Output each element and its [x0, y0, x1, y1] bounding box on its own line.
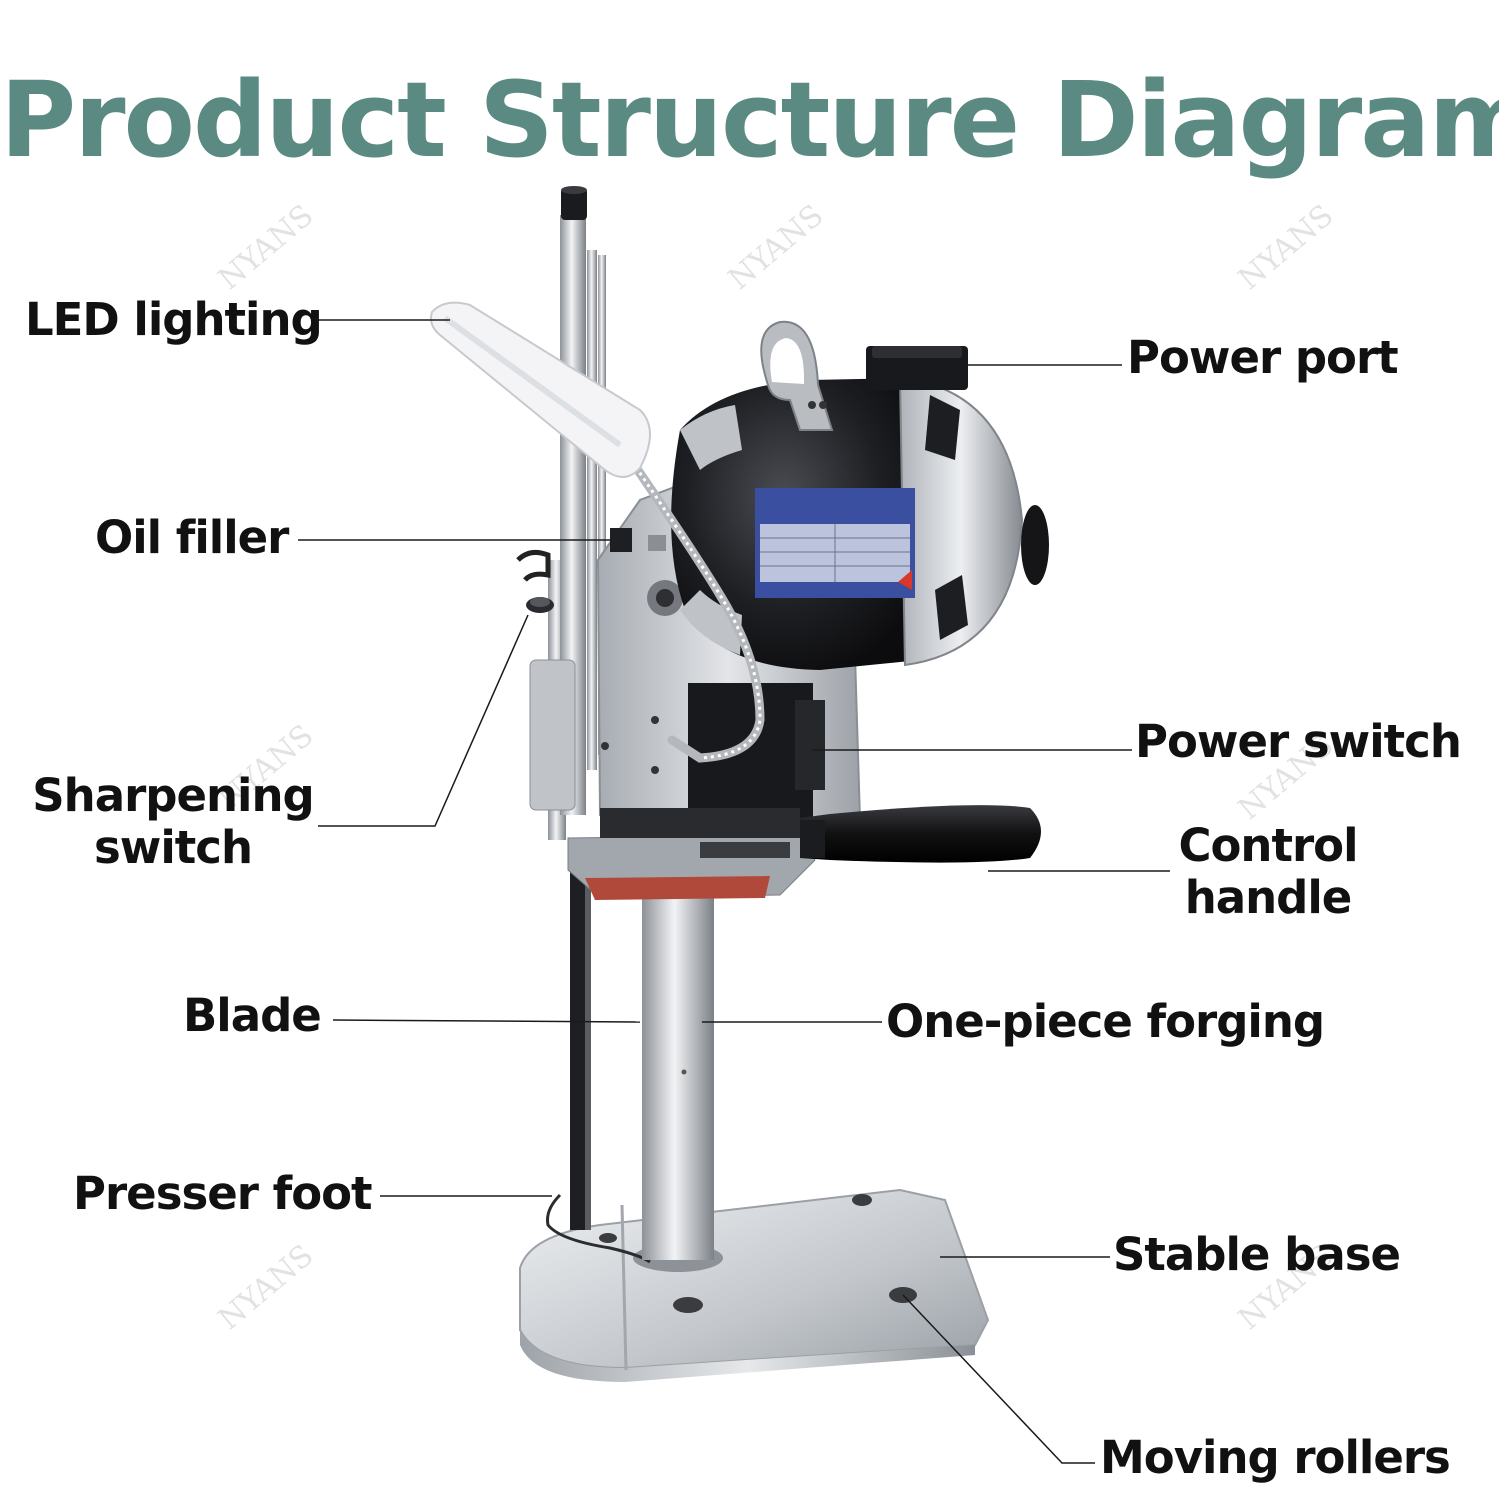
label-oil-filler: Oil filler: [95, 511, 289, 564]
label-stable-base: Stable base: [1113, 1228, 1401, 1281]
control-handle: [800, 805, 1041, 863]
label-control-handle-line2: handle: [1184, 871, 1353, 924]
page-title: Product Structure Diagram: [0, 59, 1499, 181]
label-sharpening-switch-line1: Sharpening: [32, 769, 314, 822]
stable-base: [519, 1188, 990, 1370]
base-hole: [852, 1194, 872, 1206]
label-moving-rollers: Moving rollers: [1100, 1431, 1451, 1484]
label-sharpening-switch: Sharpening switch: [28, 770, 318, 874]
base-front-edge: [520, 1330, 975, 1382]
rod-cap: [561, 188, 587, 220]
forging-column: [642, 880, 714, 1260]
leader-lines: [298, 319, 1170, 1464]
power-switch-box: [688, 683, 813, 818]
base-hole: [673, 1297, 703, 1313]
presser-foot: [546, 1193, 651, 1264]
label-presser-foot: Presser foot: [73, 1167, 373, 1220]
leader-blade: [332, 1019, 641, 1023]
sharpening-switch: [516, 549, 551, 582]
blade: [570, 870, 588, 1230]
leader-sharpening-switch: [318, 614, 529, 827]
speed-knob: [1021, 505, 1049, 585]
label-power-port: Power port: [1127, 331, 1399, 384]
base-hole: [599, 1233, 617, 1243]
label-control-handle-line1: Control: [1178, 819, 1358, 872]
label-led-lighting: LED lighting: [25, 293, 323, 346]
label-power-switch: Power switch: [1135, 715, 1462, 768]
label-one-piece-forging: One-piece forging: [886, 995, 1325, 1048]
oil-filler: [610, 528, 632, 552]
label-sharpening-switch-line2: switch: [93, 821, 253, 874]
label-control-handle: Control handle: [1168, 820, 1368, 924]
label-blade: Blade: [183, 989, 322, 1042]
leader-moving-rollers: [902, 1294, 1095, 1464]
